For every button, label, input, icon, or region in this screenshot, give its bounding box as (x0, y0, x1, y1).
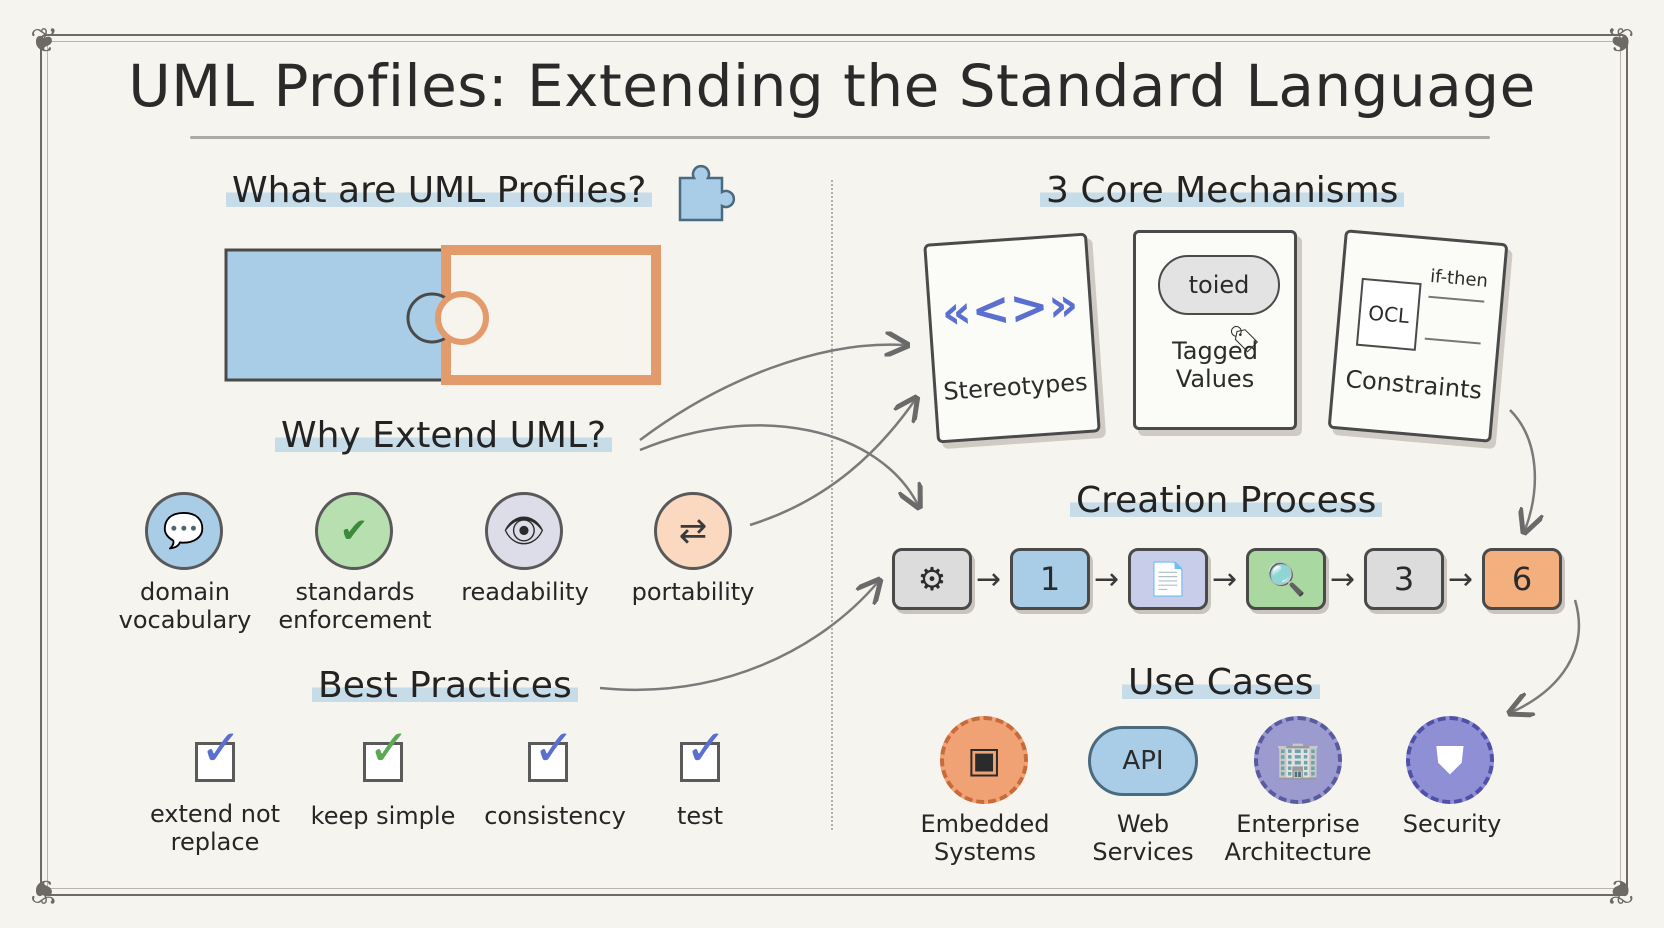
best-label-extend: extend not replace (149, 800, 281, 856)
best-label-consistency: consistency (484, 802, 626, 830)
puzzle-diagram (224, 245, 661, 385)
building-icon: 🏢 (1254, 716, 1342, 804)
use-case-label-enterprise: Enterprise Architecture (1224, 810, 1372, 866)
chip-icon: ▣ (940, 716, 1028, 804)
arrow-constraints-to-process (1509, 409, 1535, 530)
step-arrow-icon: → (1212, 562, 1238, 597)
puzzle-piece-icon (678, 164, 736, 222)
magnifier-icon: 🔍 (1266, 560, 1306, 598)
checkbox-checked-icon: ✓ (528, 723, 575, 782)
best-practices-heading: Best Practices (312, 665, 578, 706)
why-label-standards: standards enforcement (278, 578, 432, 634)
best-label-test: test (676, 802, 724, 830)
mechanism-card-tagged-values: toied 🏷 Tagged Values (1133, 230, 1297, 430)
checkbox-checked-icon: ✓ (195, 723, 242, 782)
why-label-domain: domain vocabulary (118, 578, 252, 634)
process-step-magnifier: 🔍 (1246, 548, 1326, 610)
process-step-gear: ⚙ (892, 548, 972, 610)
step-arrow-icon: → (1094, 562, 1120, 597)
process-step-6: 6 (1482, 548, 1562, 610)
shield-icon: ⛊ (1406, 716, 1494, 804)
thought-cloud-icon: toied (1158, 255, 1280, 315)
tag-icon: 🏷 (1228, 325, 1262, 355)
exchange-arrows-icon: ⇄ (654, 492, 732, 570)
speech-bubbles-icon: 💬 (145, 492, 223, 570)
arrow-portability-to-mechanisms (749, 400, 915, 527)
why-label-readability: readability (461, 578, 589, 606)
checkbox-checked-icon: ✓ (680, 723, 727, 782)
arrow-best-to-process (599, 582, 878, 692)
step-arrow-icon: → (976, 562, 1002, 597)
why-heading: Why Extend UML? (275, 415, 613, 456)
process-step-document: 📄 (1128, 548, 1208, 610)
gear-icon: ⚙ (917, 560, 947, 598)
why-label-portability: portability (631, 578, 755, 606)
document-icon: 📄 (1148, 560, 1188, 598)
page-title: UML Profiles: Extending the Standard Lan… (128, 52, 1536, 120)
use-cases-heading: Use Cases (1122, 662, 1320, 703)
arrow-why-to-mechanisms (639, 345, 905, 442)
process-step-1: 1 (1010, 548, 1090, 610)
use-case-label-web: Web Services (1092, 810, 1194, 866)
api-cloud-icon: API (1088, 726, 1198, 796)
process-step-3: 3 (1364, 548, 1444, 610)
what-heading: What are UML Profiles? (226, 170, 653, 211)
step-arrow-icon: → (1448, 562, 1474, 597)
best-label-simple: keep simple (310, 802, 456, 830)
corner-ornament-icon: ❦ (30, 21, 59, 61)
column-divider (831, 180, 833, 830)
title-underline (190, 136, 1490, 139)
border-frame (40, 34, 1628, 896)
use-case-label-security: Security (1402, 810, 1502, 838)
checkbox-checked-icon: ✓ (363, 723, 410, 782)
use-case-label-embedded: Embedded Systems (920, 810, 1050, 866)
mechanisms-heading: 3 Core Mechanisms (1040, 170, 1405, 211)
creation-process-heading: Creation Process (1070, 480, 1383, 521)
checkmark-icon: ✔ (315, 492, 393, 570)
step-arrow-icon: → (1330, 562, 1356, 597)
mechanism-label: Tagged Values (1172, 337, 1258, 393)
arrow-process-to-usecases (1512, 599, 1581, 712)
eye-icon: 👁 (485, 492, 563, 570)
arrow-why-to-process (639, 424, 918, 505)
